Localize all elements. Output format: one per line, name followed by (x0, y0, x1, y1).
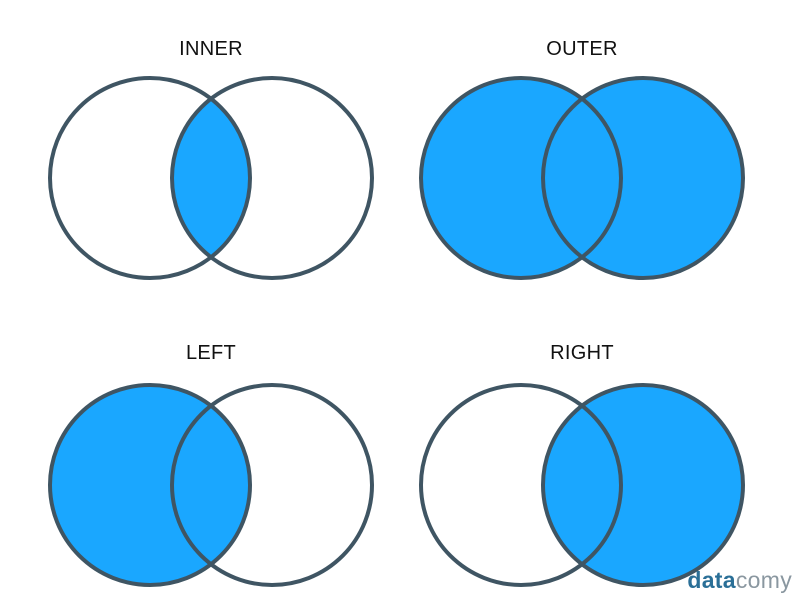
datacomy-logo: datacomy (687, 567, 792, 594)
right-left-circle (419, 383, 623, 587)
right-right-fill (543, 385, 743, 585)
inner-intersection-fill (172, 78, 250, 278)
panel-title-left: LEFT (185, 342, 237, 364)
outer-left-circle (419, 76, 623, 280)
venn-outer (419, 76, 745, 280)
inner-right-circle (170, 76, 374, 280)
panel-title-outer: OUTER (546, 38, 618, 60)
outer-right-circle (541, 76, 745, 280)
brand-part2: comy (735, 567, 792, 593)
panel-title-inner: INNER (179, 38, 243, 60)
left-left-circle (48, 383, 252, 587)
venn-inner (48, 76, 374, 280)
outer-right-fill (543, 78, 743, 278)
panel-title-right: RIGHT (550, 342, 614, 364)
inner-left-circle (48, 76, 252, 280)
brand-part1: data (687, 567, 736, 593)
venn-left (48, 383, 374, 587)
right-right-circle (541, 383, 745, 587)
venn-right (419, 383, 745, 587)
left-right-circle (170, 383, 374, 587)
left-left-fill (50, 385, 250, 585)
